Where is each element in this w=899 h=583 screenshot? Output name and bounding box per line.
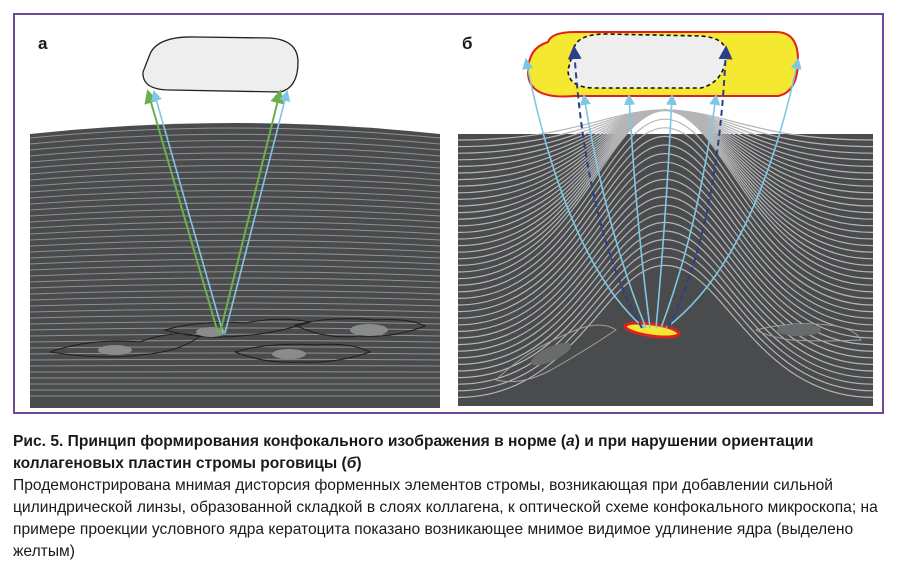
collagen-layer-line [457,161,874,319]
collagen-layers [457,109,874,398]
collagen-layer-line [30,246,440,253]
collagen-layer-line [30,283,440,289]
collagen-layer-line [457,170,874,326]
collagen-layer-line [30,340,440,343]
collagen-layer-line [30,177,440,187]
collagen-layer-line [30,190,440,199]
collagen-layer-line [457,152,874,313]
collagen-layer-line [30,171,440,181]
ray-blue [522,57,645,329]
collagen-layer-line [30,183,440,193]
caption-title: Рис. 5. Принцип формирования конфокально… [13,433,813,472]
collagen-layer-line [30,252,440,259]
collagen-layer-line [30,158,440,169]
collagen-layer-line [30,265,440,271]
caption-title-b: б [346,455,357,472]
caption-body: Продемонстрирована мнимая дисторсия форм… [13,477,878,560]
collagen-layer-line [30,240,440,247]
collagen-layer-line [30,308,440,313]
keratocyte-nuclei [530,324,821,366]
collagen-layer-line [30,165,440,175]
caption-title-a: а [566,433,575,450]
ray-blue [655,93,678,329]
panel-a-label: а [38,34,48,53]
collagen-layer-line [30,315,440,319]
collagen-layer-line [30,202,440,211]
image-projection-original [567,33,727,89]
ray-green [144,89,219,334]
collagen-layer-line [457,127,874,293]
ray-blue [623,93,651,329]
collagen-layer-line [30,321,440,325]
collagen-layer-line [30,133,440,145]
ray-green [219,89,285,334]
ray-dashed [667,45,733,329]
collagen-layer-line [30,221,440,229]
panel-a: а [30,30,440,408]
collagen-layer-line [30,127,440,139]
collagen-layer-line [457,264,874,398]
caption-title-suffix: ) [356,455,362,472]
ray-blue [660,93,721,329]
collagen-layer-line [457,144,874,306]
collagen-layer-line [30,358,440,361]
collagen-layer-line [457,178,874,332]
collagen-layer-line [30,277,440,283]
nucleus [98,345,132,355]
ray-blue [579,93,647,329]
collagen-layer-line [30,258,440,265]
collagen-layer-line [30,346,440,349]
collagen-layer-line [457,195,874,346]
nucleus [350,324,388,336]
caption-title-mid: ) и при наруше­нии ориентации коллагенов… [13,433,814,472]
ray-dashed [567,45,643,329]
keratocyte-cell [754,323,862,342]
ray-blue [224,89,291,334]
panel-b-label: б [462,34,473,53]
stroma-block [458,134,873,406]
collagen-layer-line [457,135,874,299]
collagen-layer-line [30,365,440,367]
keratocytes [495,323,862,383]
caption-title-prefix: Рис. 5. Принцип формирования конфокально… [13,433,567,450]
collagen-layer-line [30,227,440,235]
keratocyte-cell [293,318,427,338]
panel-b: б [456,30,875,408]
collagen-layer-line [30,208,440,217]
collagen-layer-line [457,238,874,379]
collagen-layer-line [30,233,440,241]
keratocyte-cell [233,343,372,363]
image-projection [142,36,299,93]
keratocyte-nuclei [98,324,388,359]
panel-b-diagram [457,31,874,406]
collagen-layer-line [30,215,440,223]
nucleus [196,327,226,337]
collagen-layer-line [30,302,440,307]
collagen-layer-line [457,187,874,339]
nucleus-focused [623,321,681,339]
collagen-layer-line [457,230,874,372]
rays [522,45,802,329]
ray-blue [151,89,224,334]
collagen-layer-line [30,290,440,295]
collagen-layer-line [30,146,440,157]
figure-caption: Рис. 5. Принцип формирования конфокально… [13,431,888,563]
nucleus [272,349,306,359]
ray-blue [665,57,802,329]
keratocyte-cell [495,324,617,383]
collagen-layer-line [30,196,440,205]
collagen-layer-line [457,109,874,280]
collagen-layer-line [457,118,874,286]
panel-a-diagram [30,36,440,408]
collagen-layer-line [30,352,440,355]
collagen-layer-line [30,140,440,151]
nucleus [777,324,821,336]
collagen-layer-line [30,152,440,163]
nucleus [530,342,572,366]
